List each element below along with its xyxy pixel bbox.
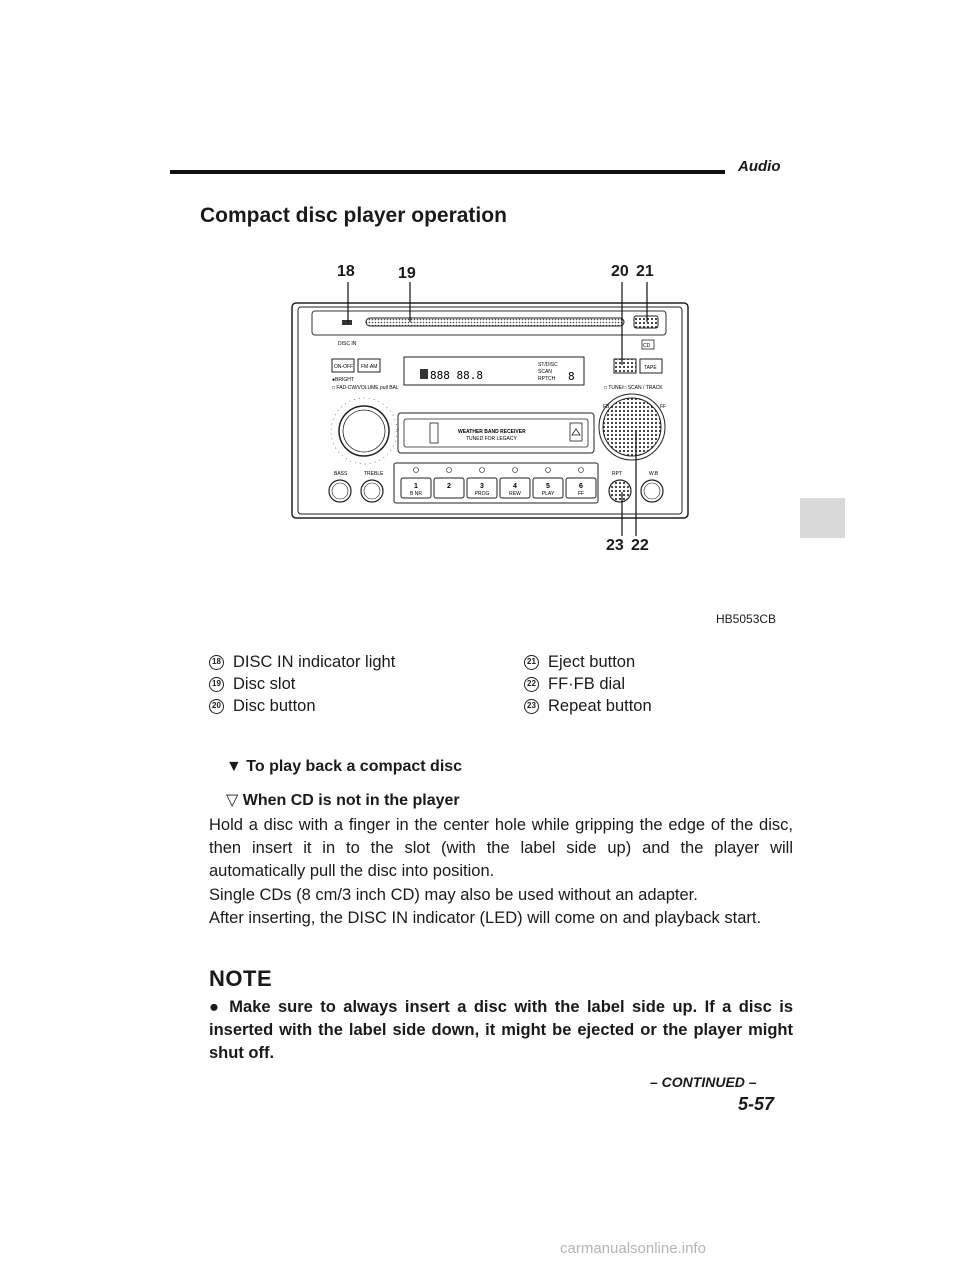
svg-text:RPT: RPT [612, 471, 622, 477]
chapter-thumb-tab [800, 498, 845, 538]
paragraph-insert-disc: Hold a disc with a finger in the center … [209, 816, 793, 880]
note-title: NOTE [209, 966, 273, 991]
legend-label: FF·FB dial [548, 675, 626, 693]
callout-marker: 18 [209, 654, 224, 670]
legend-right: 21 Eject button 22 FF·FB dial 23 Repeat but… [524, 651, 652, 717]
paragraph-disc-in-indicator: After inserting, the DISC IN indicator (… [209, 909, 762, 927]
callout-marker: 20 [209, 698, 224, 714]
legend-item: 23 Repeat button [524, 695, 652, 717]
legend-item: 21 Eject button [524, 651, 652, 673]
svg-text:8: 8 [568, 370, 575, 383]
svg-text:RPTCH: RPTCH [538, 376, 556, 382]
svg-text:WEATHER BAND RECEIVER: WEATHER BAND RECEIVER [458, 429, 526, 435]
watermark: carmanualsonline.info [560, 1240, 706, 1257]
svg-text:TREBLE: TREBLE [364, 471, 384, 477]
svg-text:□ TUNE/□ SCAN / TRACK: □ TUNE/□ SCAN / TRACK [604, 385, 663, 391]
svg-text:PROG: PROG [475, 491, 490, 497]
figure-code: HB5053CB [716, 612, 777, 626]
svg-text:FB: FB [603, 404, 610, 410]
svg-text:SCAN: SCAN [538, 369, 552, 375]
continued-label: – CONTINUED – [650, 1074, 757, 1090]
page-number: 5-57 [738, 1094, 775, 1114]
svg-text:2: 2 [447, 483, 451, 490]
callout-marker: 19 [209, 676, 224, 692]
legend-left: 18 DISC IN indicator light 19 Disc slot 20… [209, 651, 395, 717]
legend-item: 22 FF·FB dial [524, 673, 652, 695]
svg-text:FF: FF [578, 491, 584, 497]
svg-text:DISC IN: DISC IN [338, 341, 357, 347]
svg-text:FM·AM: FM·AM [361, 364, 377, 370]
callout-marker: 23 [524, 698, 539, 714]
legend-label: Repeat button [548, 697, 652, 715]
callout-20: 20 [611, 263, 629, 280]
legend-item: 19 Disc slot [209, 673, 395, 695]
radio-panel-illustration: DISC IN CD ON-OFF FM·AM ●BRIGHT □ FAD-CW… [291, 302, 689, 519]
svg-text:888 88.8: 888 88.8 [430, 369, 483, 382]
svg-text:W.B: W.B [649, 471, 659, 477]
svg-text:BASS: BASS [334, 471, 348, 477]
subheading-play-back: ▼ To play back a compact disc [226, 758, 463, 775]
note-text: ● Make sure to always insert a disc with… [209, 998, 793, 1062]
svg-text:FF: FF [660, 404, 666, 410]
callout-marker: 22 [524, 676, 539, 692]
callout-leader-lines [347, 282, 648, 536]
svg-text:3: 3 [480, 483, 484, 490]
callout-18: 18 [337, 263, 355, 280]
legend-label: Disc slot [233, 675, 296, 693]
callout-marker: 21 [524, 654, 539, 670]
legend-item: 20 Disc button [209, 695, 395, 717]
svg-text:ON-OFF: ON-OFF [334, 364, 353, 370]
subheading-cd-not-in-player: ▽ When CD is not in the player [226, 792, 460, 809]
callout-19: 19 [398, 265, 416, 282]
svg-text:ST/DISC: ST/DISC [538, 362, 558, 368]
svg-text:B NR: B NR [410, 491, 422, 497]
svg-text:4: 4 [513, 483, 517, 490]
legend-label: Eject button [548, 653, 636, 671]
svg-text:REW: REW [509, 491, 521, 497]
legend-item: 18 DISC IN indicator light [209, 651, 395, 673]
svg-text:□ FAD-CW/VOLUME pull BAL: □ FAD-CW/VOLUME pull BAL [332, 385, 399, 391]
legend-label: DISC IN indicator light [233, 653, 396, 671]
svg-text:CD: CD [643, 343, 651, 349]
callout-22: 22 [631, 537, 649, 554]
svg-text:●BRIGHT: ●BRIGHT [332, 377, 354, 383]
page-title: Compact disc player operation [200, 204, 507, 227]
svg-text:TUNED FOR LEGACY: TUNED FOR LEGACY [466, 436, 518, 442]
section-name: Audio [738, 158, 781, 175]
svg-text:TAPE: TAPE [644, 365, 657, 371]
svg-text:PLAY: PLAY [542, 491, 555, 497]
svg-text:5: 5 [546, 483, 550, 490]
header-rule [170, 170, 725, 174]
legend-label: Disc button [233, 697, 316, 715]
svg-text:6: 6 [579, 483, 583, 490]
callout-21: 21 [636, 263, 654, 280]
callout-23: 23 [606, 537, 624, 554]
svg-text:1: 1 [414, 483, 418, 490]
paragraph-single-cds: Single CDs (8 cm/3 inch CD) may also be … [209, 886, 698, 904]
